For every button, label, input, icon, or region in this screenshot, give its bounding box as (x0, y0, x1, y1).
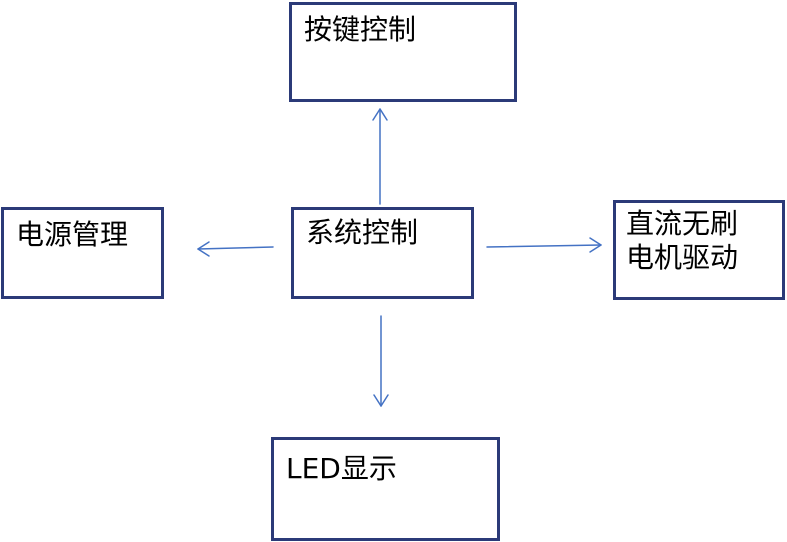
arrowhead-power-management (197, 241, 210, 257)
arrow-to-power-management (197, 246, 274, 250)
arrowhead-key-control (372, 108, 388, 121)
arrow-to-bldc-driver (486, 244, 602, 248)
system-control-box: 系统控制 (291, 207, 474, 299)
arrowhead-bldc-driver (589, 237, 602, 253)
led-display-box: LED显示 (271, 437, 500, 541)
power-management-label: 电源管理 (16, 218, 129, 251)
arrowhead-led-display (373, 394, 389, 407)
power-management-box: 电源管理 (1, 207, 164, 299)
key-control-label: 按键控制 (304, 13, 417, 46)
bldc-driver-label: 直流无刷 电机驱动 (626, 207, 739, 274)
key-control-box: 按键控制 (289, 2, 517, 102)
bldc-driver-box: 直流无刷 电机驱动 (613, 200, 785, 300)
system-control-label: 系统控制 (306, 216, 419, 249)
led-display-label: LED显示 (286, 452, 397, 485)
